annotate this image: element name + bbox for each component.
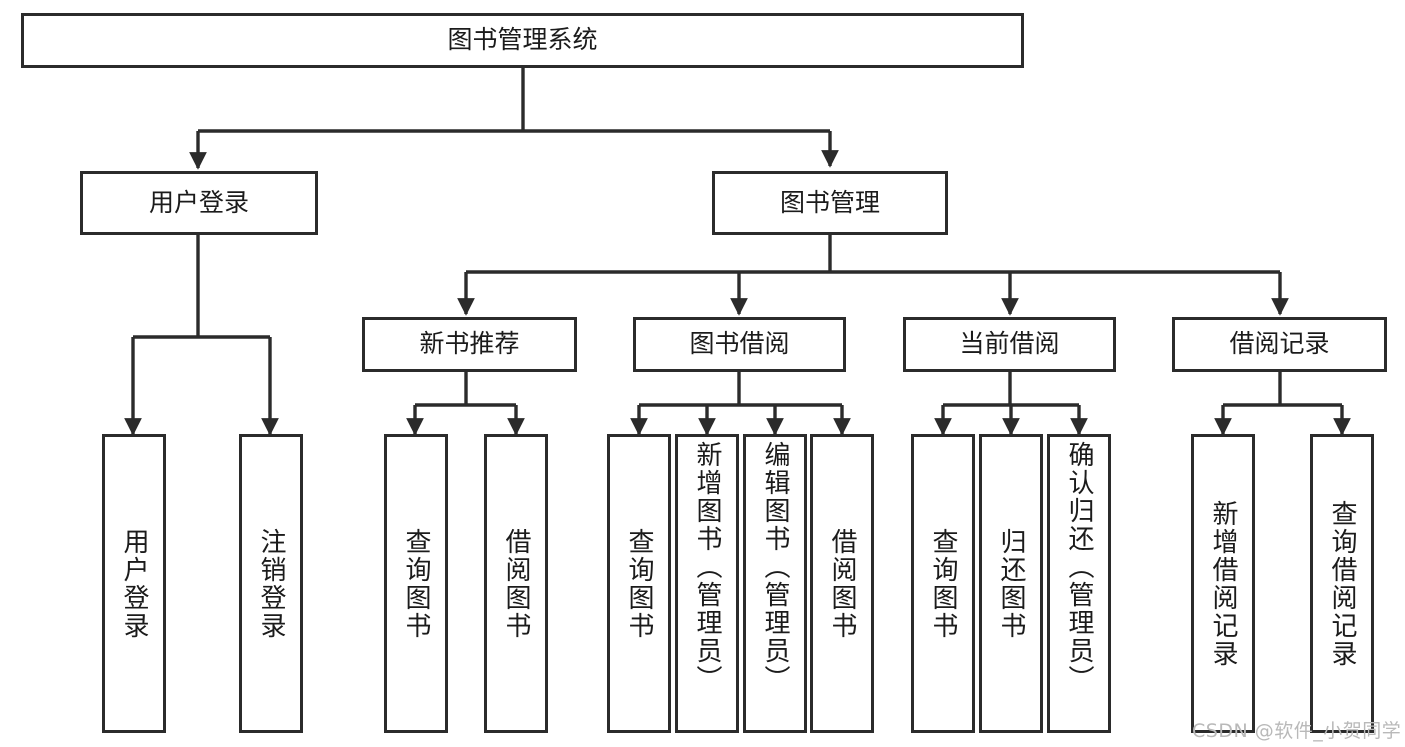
leaf-user-login-logout[interactable]: 注销登录 xyxy=(239,434,303,733)
node-new-book-recommendation[interactable]: 新书推荐 xyxy=(362,317,577,372)
leaf-borrow-record-add-record[interactable]: 新增借阅记录 xyxy=(1191,434,1255,733)
node-label: 查询借阅记录 xyxy=(1327,499,1357,668)
node-label: 当前借阅 xyxy=(959,329,1060,359)
leaf-user-login-login[interactable]: 用户登录 xyxy=(102,434,166,733)
node-label: 用户登录 xyxy=(119,527,149,640)
node-label: 确认归还（管理员） xyxy=(1064,441,1094,693)
node-borrowing-records[interactable]: 借阅记录 xyxy=(1172,317,1387,372)
node-root-book-management-system[interactable]: 图书管理系统 xyxy=(21,13,1024,68)
node-book-management[interactable]: 图书管理 xyxy=(712,171,948,235)
node-current-borrowing[interactable]: 当前借阅 xyxy=(903,317,1116,372)
leaf-new-book-borrow-books[interactable]: 借阅图书 xyxy=(484,434,548,733)
leaf-new-book-query-books[interactable]: 查询图书 xyxy=(384,434,448,733)
node-label: 编辑图书（管理员） xyxy=(760,441,790,693)
leaf-book-borrow-edit-book-admin[interactable]: 编辑图书（管理员） xyxy=(743,434,807,733)
leaf-book-borrow-query-books[interactable]: 查询图书 xyxy=(607,434,671,733)
node-label: 用户登录 xyxy=(148,187,249,217)
leaf-borrow-record-query-record[interactable]: 查询借阅记录 xyxy=(1310,434,1374,733)
node-label: 归还图书 xyxy=(996,527,1026,640)
node-label: 新增借阅记录 xyxy=(1208,499,1238,668)
leaf-current-borrow-query-books[interactable]: 查询图书 xyxy=(911,434,975,733)
node-label: 查询图书 xyxy=(928,527,958,640)
node-label: 借阅记录 xyxy=(1229,329,1330,359)
node-label: 查询图书 xyxy=(624,527,654,640)
node-label: 查询图书 xyxy=(401,527,431,640)
node-user-login[interactable]: 用户登录 xyxy=(80,171,318,235)
node-label: 借阅图书 xyxy=(501,527,531,640)
node-label: 图书管理 xyxy=(779,187,880,217)
node-label: 图书管理系统 xyxy=(447,25,598,55)
leaf-book-borrow-add-book-admin[interactable]: 新增图书（管理员） xyxy=(675,434,739,733)
leaf-current-borrow-confirm-return-admin[interactable]: 确认归还（管理员） xyxy=(1047,434,1111,733)
node-book-borrowing[interactable]: 图书借阅 xyxy=(633,317,846,372)
node-label: 图书借阅 xyxy=(689,329,790,359)
node-label: 借阅图书 xyxy=(827,527,857,640)
node-label: 注销登录 xyxy=(256,527,286,640)
node-label: 新增图书（管理员） xyxy=(692,441,722,693)
node-label: 新书推荐 xyxy=(419,329,520,359)
leaf-book-borrow-borrow-books[interactable]: 借阅图书 xyxy=(810,434,874,733)
csdn-watermark: CSDN @软件_小贺同学 xyxy=(1192,720,1402,742)
leaf-current-borrow-return-books[interactable]: 归还图书 xyxy=(979,434,1043,733)
